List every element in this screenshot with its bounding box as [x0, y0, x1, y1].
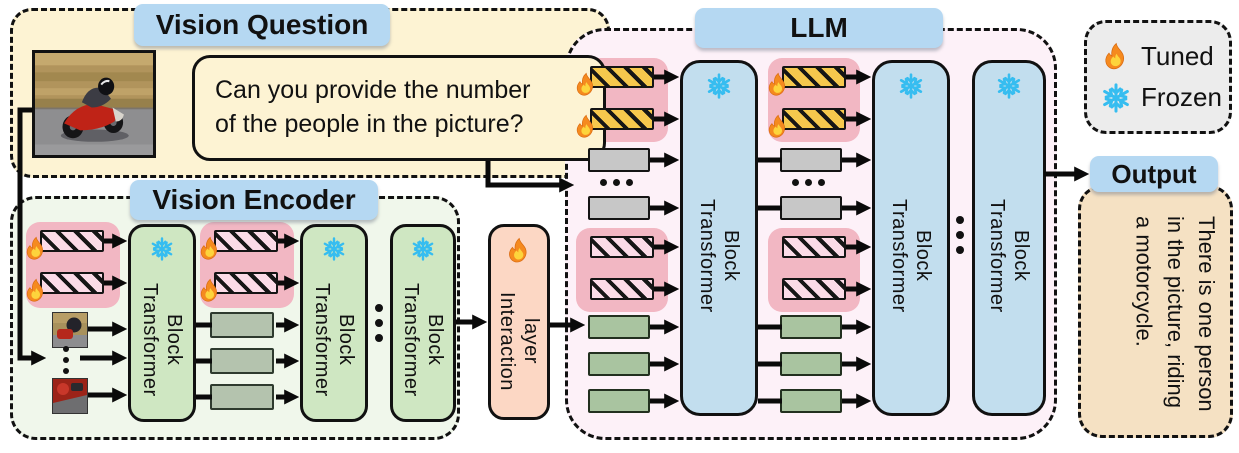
legend-tuned-label: Tuned [1141, 41, 1214, 71]
legend-row-tuned: Tuned [1101, 41, 1229, 72]
snowflake-icon [898, 73, 924, 99]
fire-icon [765, 72, 791, 98]
vision-question-label: Vision Question [134, 4, 390, 46]
legend-panel: Tuned Frozen [1084, 20, 1232, 134]
prompt-token-pink [782, 278, 846, 300]
motorcycle-image [35, 53, 153, 155]
ellipsis-dots [375, 304, 383, 342]
vision-feature-token [780, 315, 842, 339]
interaction-layer-block: Interaction layer [488, 224, 550, 420]
vision-feature-token [588, 315, 650, 339]
snowflake-icon [996, 73, 1022, 99]
vision-encoder-label: Vision Encoder [130, 180, 378, 220]
fire-icon [765, 114, 791, 140]
output-text: There is one person in the picture, ridi… [1131, 216, 1219, 412]
vision-feature-token [588, 352, 650, 376]
question-text-line2: of the people in the picture? [215, 110, 524, 138]
vision-token [210, 348, 274, 374]
fire-icon [573, 114, 599, 140]
prompt-token-pink [40, 272, 104, 294]
dot [956, 216, 964, 224]
vision-token [210, 312, 274, 338]
text-token [588, 196, 650, 220]
vision-feature-token [588, 389, 650, 413]
vision-transformer-block-2: Transformer Block [300, 224, 368, 422]
dot [375, 304, 383, 312]
prompt-token-yellow [590, 66, 654, 88]
legend-frozen-label: Frozen [1141, 82, 1222, 112]
fire-icon [197, 236, 223, 262]
snowflake-icon [706, 73, 732, 99]
prompt-token-yellow [782, 66, 846, 88]
prompt-token-pink [590, 278, 654, 300]
dot [805, 179, 812, 186]
text-token [780, 196, 842, 220]
block-label: Transformer Block [696, 199, 742, 313]
vision-transformer-block-1: Transformer Block [128, 224, 196, 422]
dot [818, 179, 825, 186]
input-photo [32, 50, 156, 158]
interaction-layer-label: Interaction layer [496, 291, 542, 391]
dot [63, 357, 69, 363]
prompt-token-pink [214, 272, 278, 294]
block-label: Transformer Block [986, 199, 1032, 313]
ellipsis-dots [600, 179, 633, 186]
block-label: Transformer Block [400, 283, 446, 397]
llm-label: LLM [695, 8, 943, 48]
vision-feature-token [780, 389, 842, 413]
question-text-line1: Can you provide the number [215, 76, 531, 105]
image-patch-token [52, 312, 88, 348]
legend-row-frozen: Frozen [1101, 82, 1229, 113]
dot [63, 346, 69, 352]
prompt-token-pink [782, 236, 846, 258]
prompt-token-pink [40, 230, 104, 252]
dot [613, 179, 620, 186]
dot [626, 179, 633, 186]
dot [375, 334, 383, 342]
snowflake-icon [150, 237, 174, 261]
llm-transformer-block-3: Transformer Block [972, 60, 1046, 416]
fire-icon [1101, 42, 1131, 72]
vision-transformer-block-3: Transformer Block [390, 224, 456, 422]
text-token [780, 148, 842, 172]
fire-icon [23, 236, 49, 262]
dot [956, 231, 964, 239]
prompt-token-pink [590, 236, 654, 258]
ellipsis-dots [956, 216, 964, 254]
dot [792, 179, 799, 186]
block-label: Transformer Block [139, 283, 185, 397]
ellipsis-dots [63, 346, 69, 374]
text-token [588, 148, 650, 172]
prompt-token-pink [214, 230, 278, 252]
prompt-token-yellow [782, 108, 846, 130]
snowflake-icon [411, 237, 435, 261]
dot [956, 246, 964, 254]
image-patch-token [52, 378, 88, 414]
snowflake-icon [1101, 83, 1131, 113]
llm-transformer-block-1: Transformer Block [680, 60, 758, 416]
output-label: Output [1090, 156, 1218, 192]
block-label: Transformer Block [311, 283, 357, 397]
ellipsis-dots [792, 179, 825, 186]
output-panel: There is one person in the picture, ridi… [1078, 185, 1233, 438]
question-bubble: Can you provide the number of the people… [192, 55, 606, 161]
fire-icon [573, 72, 599, 98]
fire-icon [23, 278, 49, 304]
dot [600, 179, 607, 186]
vision-feature-token [780, 352, 842, 376]
vision-token [210, 384, 274, 410]
dot [63, 368, 69, 374]
fire-icon [505, 237, 533, 265]
dot [375, 319, 383, 327]
block-label: Transformer Block [888, 199, 934, 313]
prompt-token-yellow [590, 108, 654, 130]
fire-icon [197, 278, 223, 304]
snowflake-icon [322, 237, 346, 261]
llm-transformer-block-2: Transformer Block [872, 60, 950, 416]
